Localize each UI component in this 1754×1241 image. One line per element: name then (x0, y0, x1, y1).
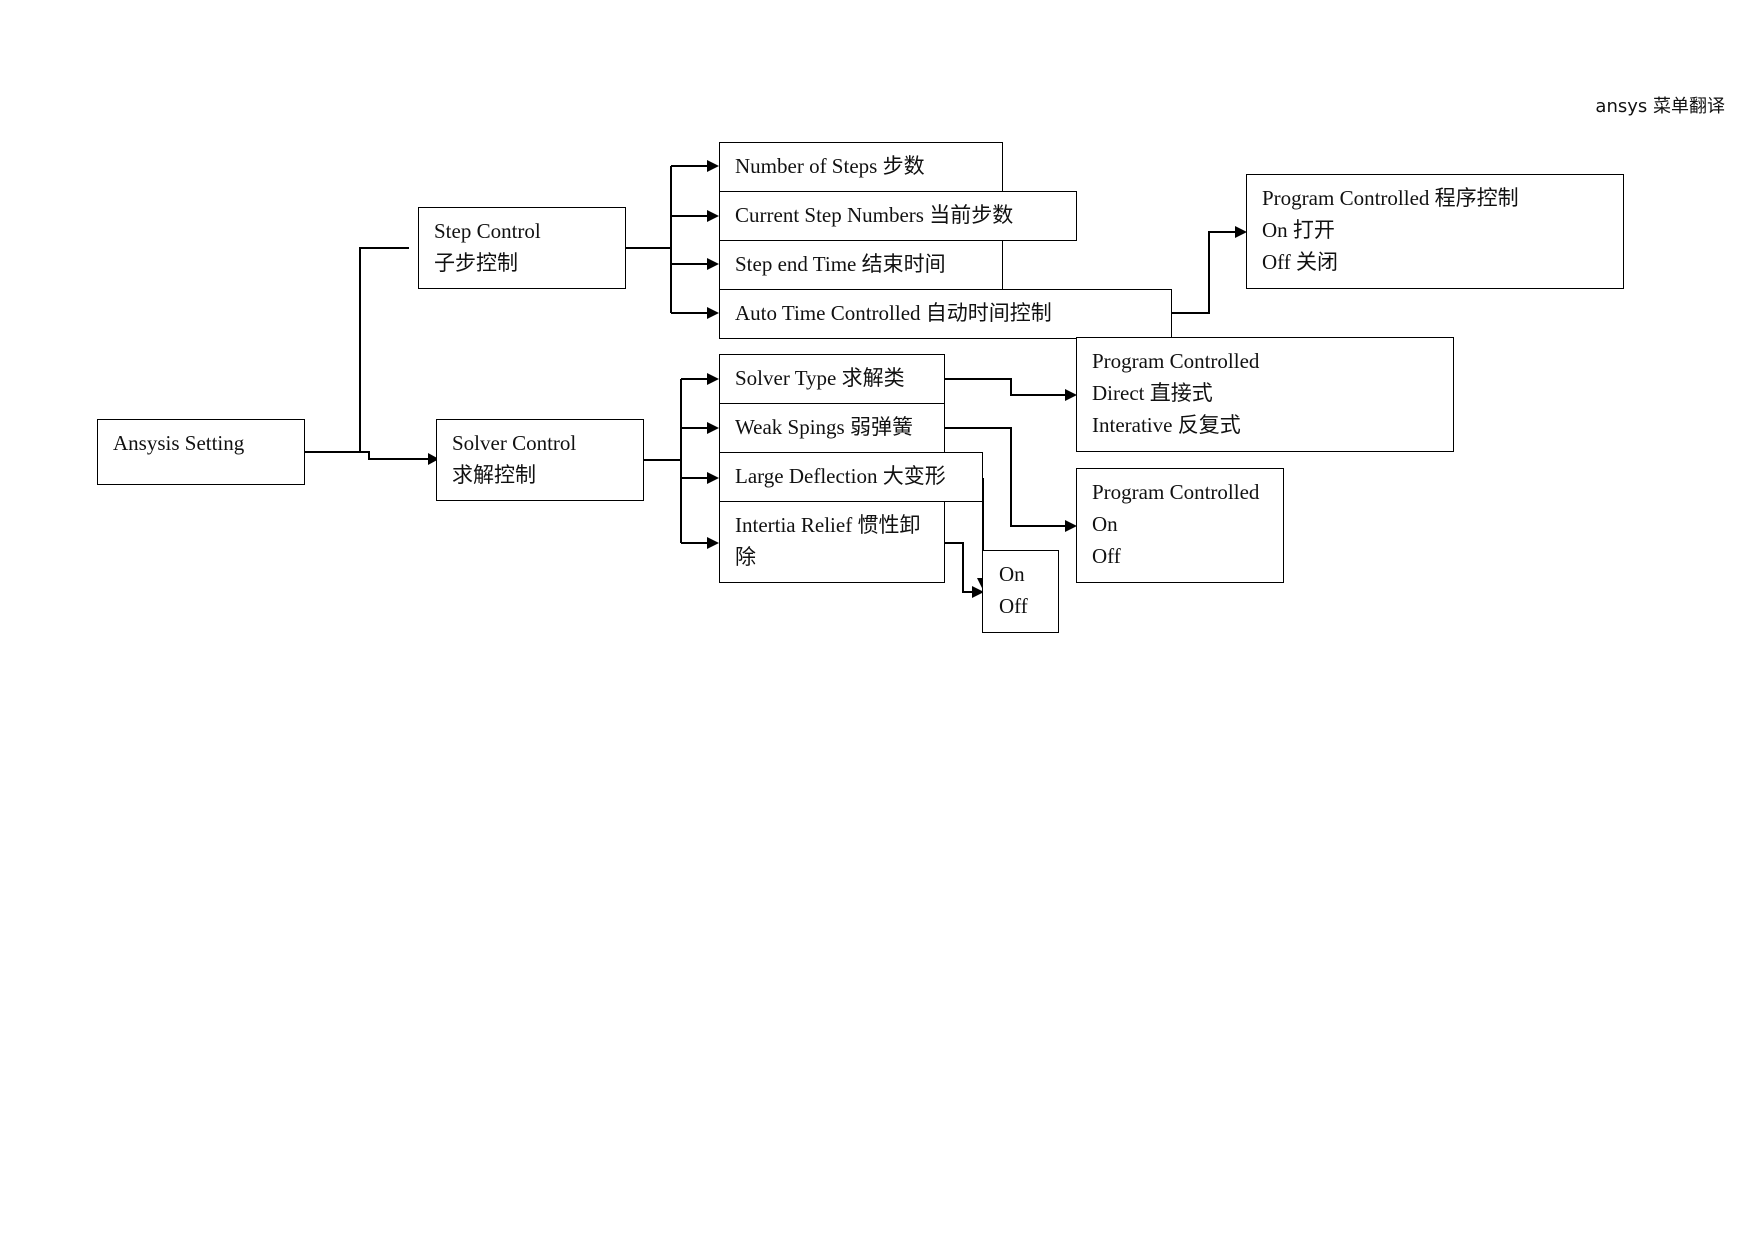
number-of-steps-box[interactable]: Number of Steps 步数 (719, 142, 1003, 192)
arrowhead (707, 210, 719, 222)
option-on: On 打开 (1262, 218, 1335, 242)
solver-type-options-box[interactable]: Program Controlled Direct 直接式 Interative… (1076, 337, 1454, 452)
arrowhead (707, 307, 719, 319)
ansysis-setting-box[interactable]: Ansysis Setting (97, 419, 305, 485)
solver-control-box[interactable]: Solver Control 求解控制 (436, 419, 644, 501)
solver-type-box[interactable]: Solver Type 求解类 (719, 354, 945, 404)
connector-autotime-to-options (1172, 231, 1236, 314)
option-off: Off (999, 594, 1028, 618)
arrowhead (707, 258, 719, 270)
on-off-options-box[interactable]: On Off (982, 550, 1059, 633)
weak-springs-options-box[interactable]: Program Controlled On Off (1076, 468, 1284, 583)
arrowhead (972, 586, 984, 598)
node-label: Current Step Numbers 当前步数 (735, 203, 1014, 227)
auto-time-options-box[interactable]: Program Controlled 程序控制 On 打开 Off 关闭 (1246, 174, 1624, 289)
connector-inertia-to-onoff (945, 542, 973, 593)
option-program-controlled: Program Controlled (1092, 349, 1260, 373)
step-end-time-box[interactable]: Step end Time 结束时间 (719, 240, 1003, 290)
inertia-relief-box[interactable]: Intertia Relief 惯性卸除 (719, 501, 945, 583)
auto-time-controlled-box[interactable]: Auto Time Controlled 自动时间控制 (719, 289, 1172, 339)
node-label: Weak Spings 弱弹簧 (735, 415, 913, 439)
option-direct: Direct 直接式 (1092, 381, 1213, 405)
arrowhead (428, 453, 439, 465)
connector-root-trunk (305, 247, 409, 453)
node-label: Ansysis Setting (113, 431, 245, 455)
node-label: Solver Type 求解类 (735, 366, 905, 390)
step-control-box[interactable]: Step Control 子步控制 (418, 207, 626, 289)
page-title: ansys 菜单翻译 (1595, 96, 1725, 117)
node-label-cn: 求解控制 (452, 463, 536, 487)
large-deflection-box[interactable]: Large Deflection 大变形 (719, 452, 983, 502)
node-label: Number of Steps 步数 (735, 154, 925, 178)
node-label: Step end Time 结束时间 (735, 252, 946, 276)
weak-springs-box[interactable]: Weak Spings 弱弹簧 (719, 403, 945, 453)
arrowhead (707, 537, 719, 549)
option-on: On (1092, 512, 1118, 536)
node-label: Step Control (434, 219, 541, 243)
connector-weak-to-options (945, 427, 1066, 527)
option-program-controlled: Program Controlled (1092, 480, 1260, 504)
arrowhead (707, 160, 719, 172)
current-step-numbers-box[interactable]: Current Step Numbers 当前步数 (719, 191, 1077, 241)
node-label: Large Deflection 大变形 (735, 464, 946, 488)
option-program-controlled: Program Controlled 程序控制 (1262, 186, 1519, 210)
option-off: Off 关闭 (1262, 250, 1339, 274)
option-on: On (999, 562, 1025, 586)
arrowhead (1065, 389, 1077, 401)
arrowhead (1235, 226, 1247, 238)
arrowhead (707, 373, 719, 385)
node-label: Solver Control (452, 431, 577, 455)
arrowhead (707, 422, 719, 434)
connector-root-to-solver (360, 451, 428, 460)
connector-type-to-options (945, 378, 1066, 396)
arrowhead (1065, 520, 1077, 532)
option-interative: Interative 反复式 (1092, 413, 1241, 437)
node-label: Intertia Relief 惯性卸除 (735, 513, 921, 569)
arrowhead (707, 472, 719, 484)
option-off: Off (1092, 544, 1121, 568)
node-label: Auto Time Controlled 自动时间控制 (735, 301, 1052, 325)
node-label-cn: 子步控制 (434, 251, 518, 275)
